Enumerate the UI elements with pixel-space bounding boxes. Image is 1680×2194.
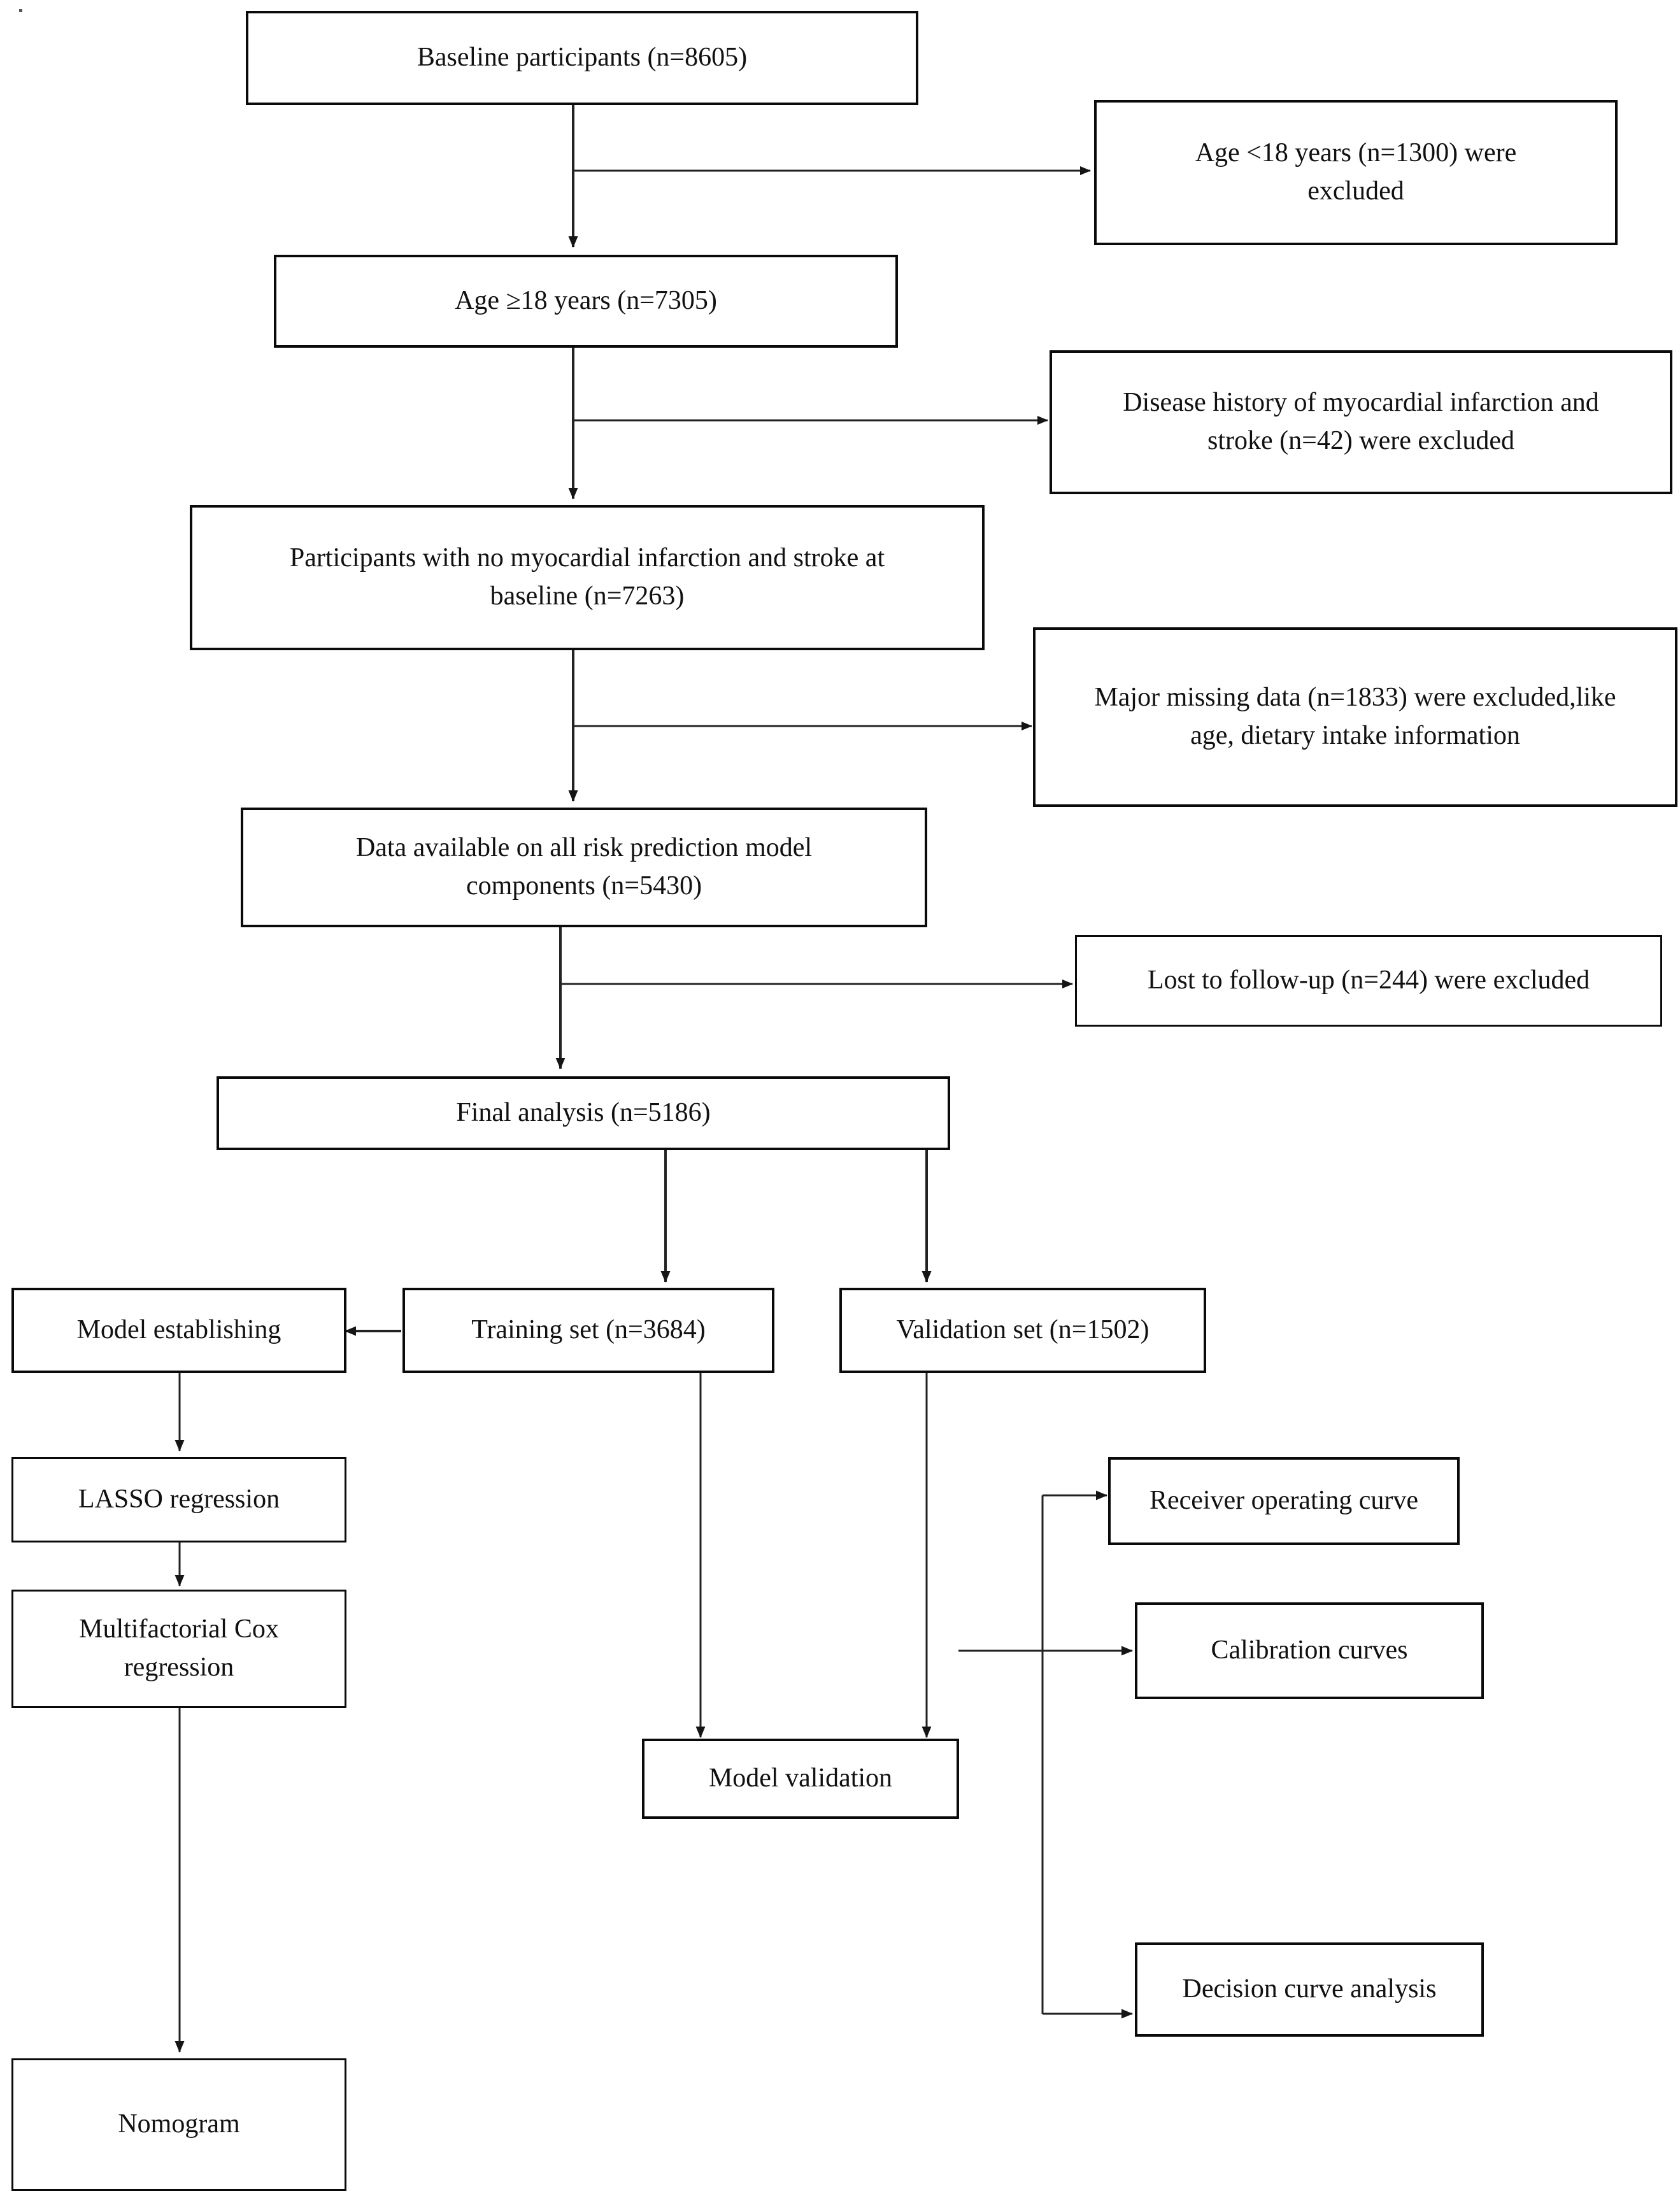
node-no-mi-or-stroke-at-baseline: Participants with no myocardial infarcti… xyxy=(190,505,985,650)
node-model-establishing: Model establishing xyxy=(11,1288,346,1373)
node-baseline-participants: Baseline participants (n=8605) xyxy=(246,11,918,105)
node-age-18-or-older: Age ≥18 years (n=7305) xyxy=(274,255,898,348)
node-label: Decision curve analysis xyxy=(1182,1974,1437,2004)
node-label: Major missing data (n=1833) were exclude… xyxy=(1094,683,1616,750)
node-multifactorial-cox-regression: Multifactorial Cox regression xyxy=(11,1590,346,1708)
node-label: Model validation xyxy=(708,1763,893,1793)
node-label: Model establishing xyxy=(76,1315,281,1345)
node-label: Age <18 years (n=1300) were excluded xyxy=(1195,138,1517,206)
node-excluded-major-missing-data: Major missing data (n=1833) were exclude… xyxy=(1033,627,1677,807)
node-lasso-regression: LASSO regression xyxy=(11,1457,346,1542)
stray-mark xyxy=(19,9,22,12)
node-label: Age ≥18 years (n=7305) xyxy=(455,286,717,316)
node-label: Multifactorial Cox regression xyxy=(79,1614,279,1682)
node-label: Final analysis (n=5186) xyxy=(456,1098,711,1128)
node-label: Nomogram xyxy=(118,2109,240,2139)
node-calibration-curves: Calibration curves xyxy=(1135,1602,1484,1699)
node-label: LASSO regression xyxy=(78,1485,280,1514)
node-training-set: Training set (n=3684) xyxy=(402,1288,774,1373)
node-data-available-model-components: Data available on all risk prediction mo… xyxy=(241,808,927,927)
node-validation-set: Validation set (n=1502) xyxy=(839,1288,1206,1373)
node-label: Receiver operating curve xyxy=(1149,1486,1419,1516)
node-receiver-operating-curve: Receiver operating curve xyxy=(1108,1457,1460,1545)
node-label: Baseline participants (n=8605) xyxy=(416,43,748,73)
node-nomogram: Nomogram xyxy=(11,2058,346,2191)
node-label: Participants with no myocardial infarcti… xyxy=(289,543,885,611)
node-model-validation: Model validation xyxy=(642,1739,959,1819)
node-label: Validation set (n=1502) xyxy=(896,1315,1150,1345)
node-decision-curve-analysis: Decision curve analysis xyxy=(1135,1942,1484,2037)
node-excluded-lost-to-followup: Lost to follow-up (n=244) were excluded xyxy=(1075,935,1662,1027)
node-label: Lost to follow-up (n=244) were excluded xyxy=(1147,965,1590,995)
node-excluded-disease-history: Disease history of myocardial infarction… xyxy=(1050,350,1672,494)
node-label: Data available on all risk prediction mo… xyxy=(355,833,813,901)
node-label: Calibration curves xyxy=(1211,1635,1408,1665)
node-excluded-age-under-18: Age <18 years (n=1300) were excluded xyxy=(1094,100,1618,245)
node-label: Disease history of myocardial infarction… xyxy=(1123,388,1599,455)
node-label: Training set (n=3684) xyxy=(471,1315,706,1345)
node-final-analysis: Final analysis (n=5186) xyxy=(217,1076,950,1150)
